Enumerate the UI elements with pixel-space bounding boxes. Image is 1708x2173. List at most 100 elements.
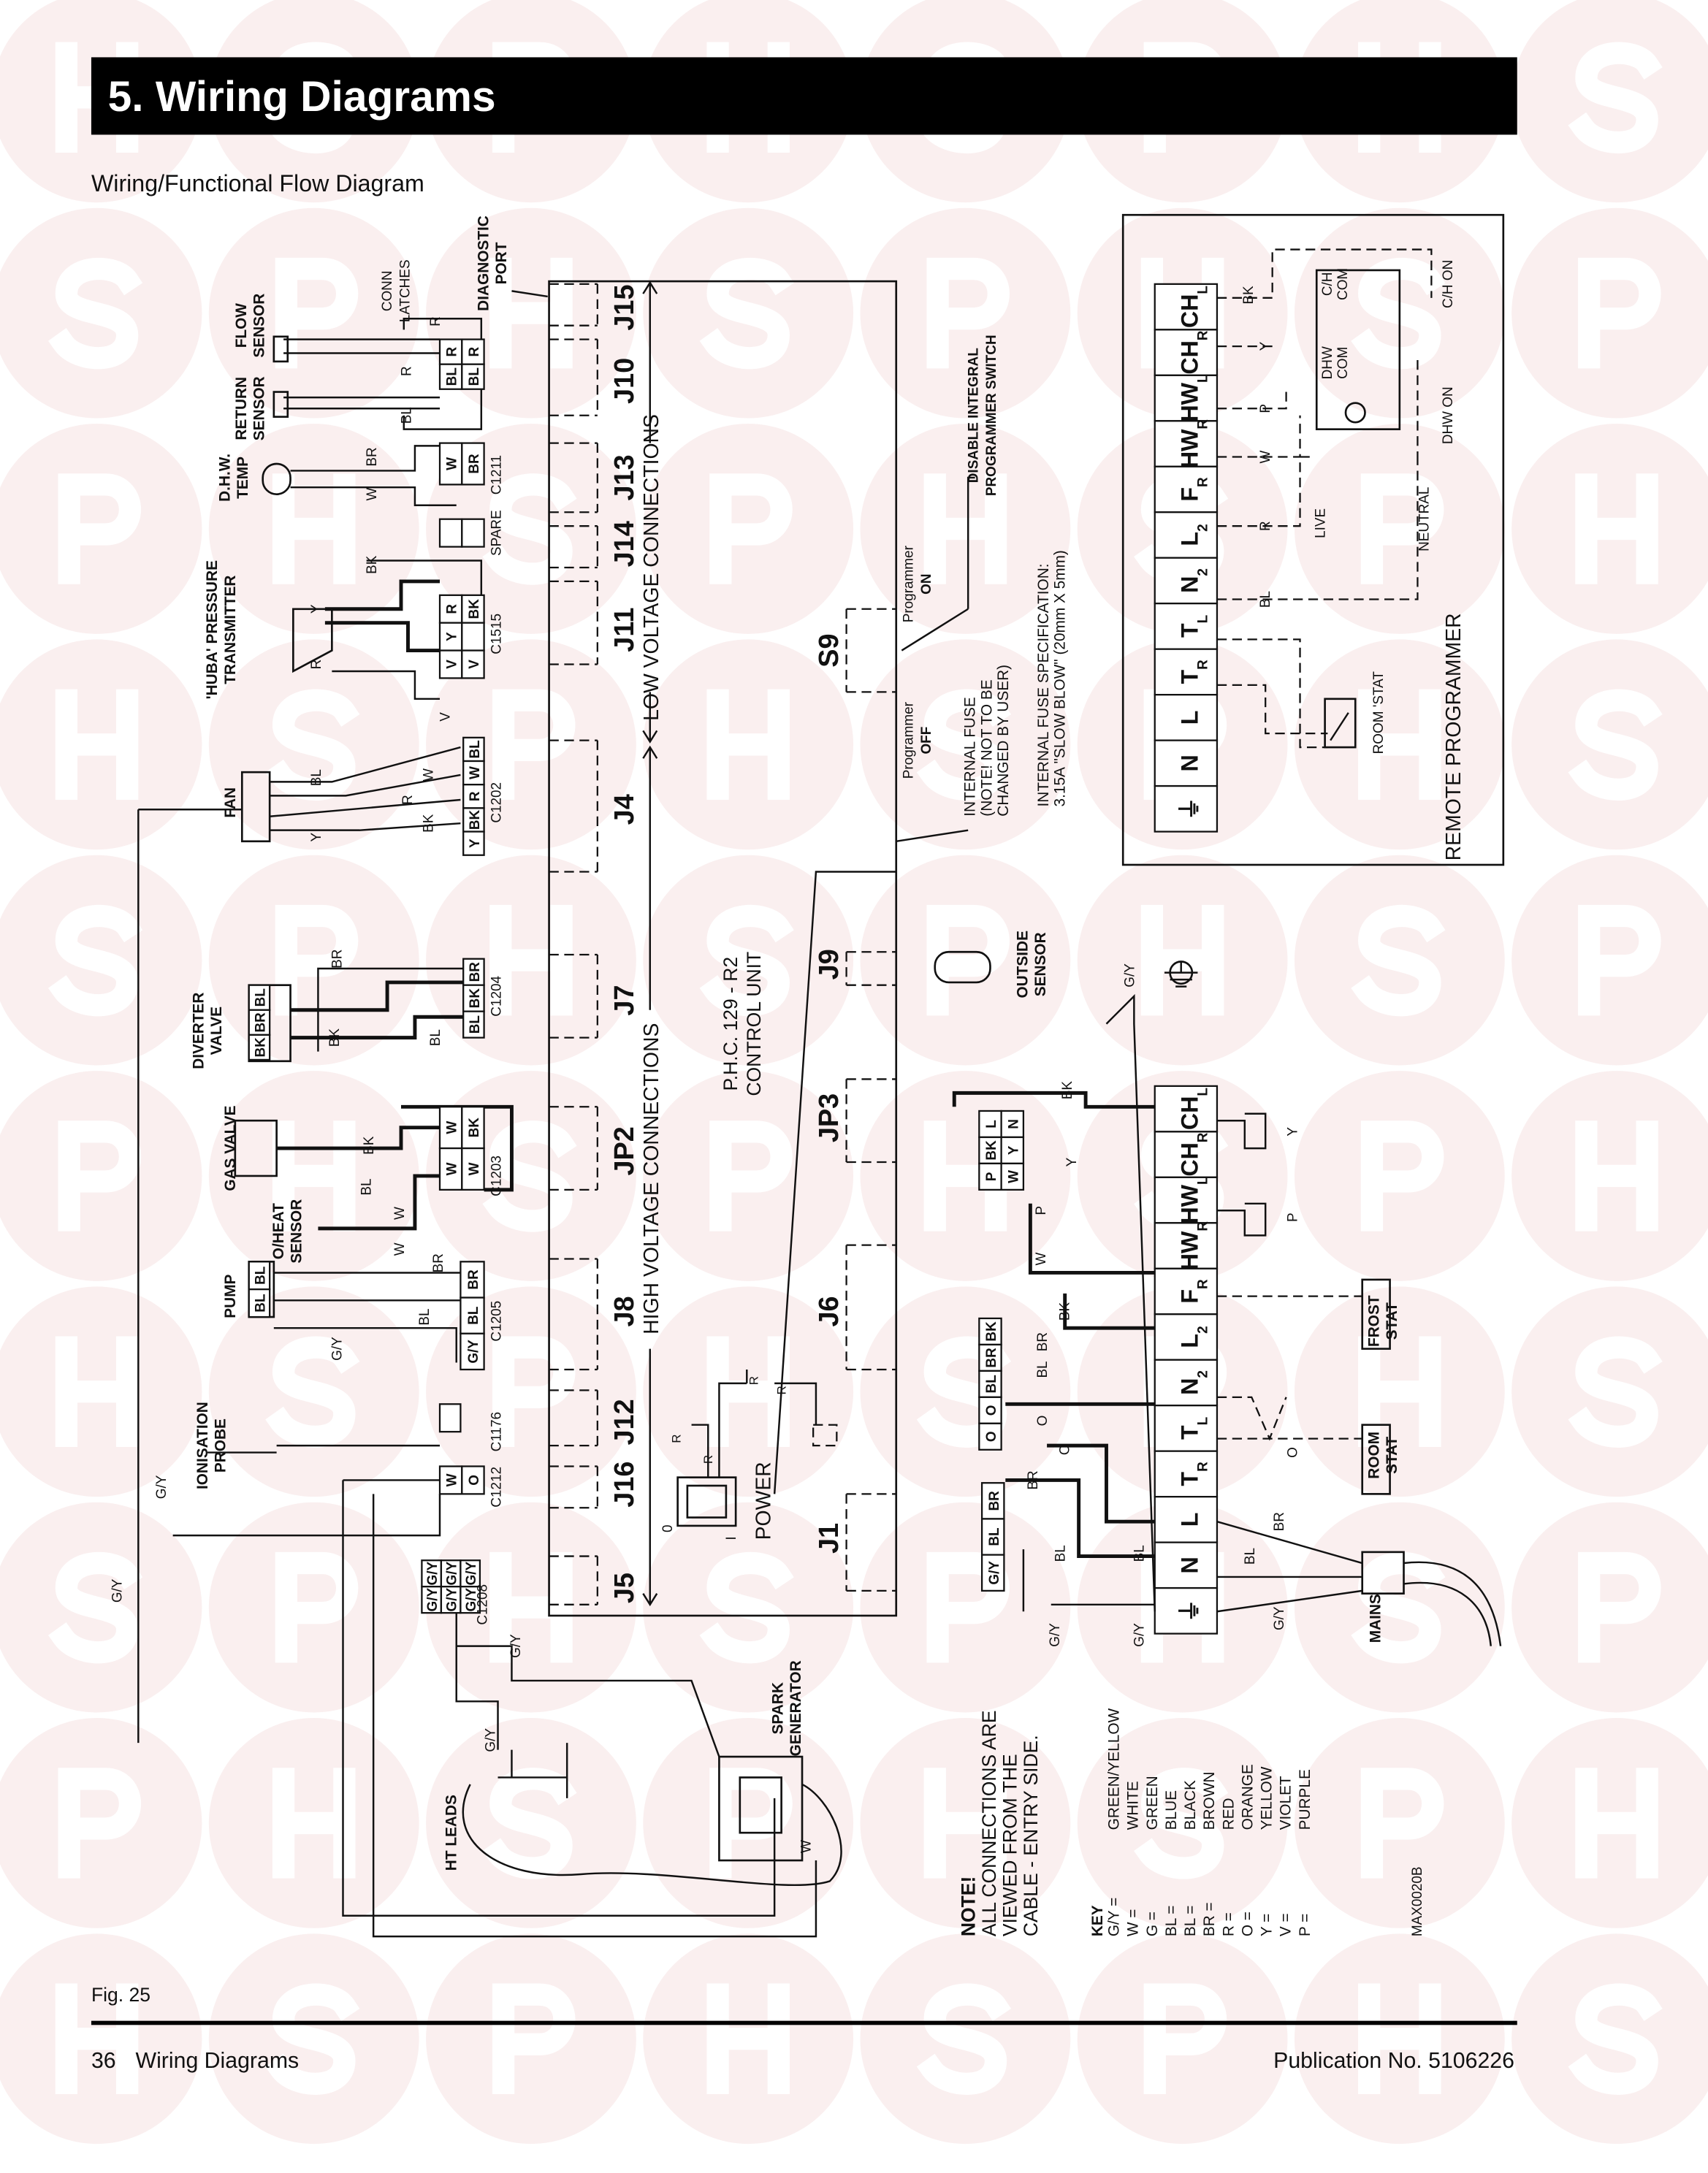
watermark-letter-mark (489, 1551, 573, 1663)
connector-pin (978, 1422, 1002, 1451)
watermark-letter-mark (926, 257, 1010, 369)
dhw-temp-label: D.H.W. (216, 454, 233, 502)
fan-label: FAN (222, 787, 239, 818)
wire-colour-label: BL (1132, 1545, 1148, 1562)
terminal-label: TL (1176, 1417, 1211, 1440)
terminal-label: TR (1176, 660, 1211, 684)
control-unit-name: P.H.C. 129 - R2 (720, 957, 741, 1091)
watermark-letter-mark (275, 904, 359, 1016)
connection-note: ALL CONNECTIONS ARE (978, 1710, 1000, 1936)
edge-connector-outline (549, 1465, 598, 1509)
watermark-letter-mark (55, 1336, 139, 1447)
connector-code: C1203 (489, 1156, 504, 1196)
wire-colour-label: BR (431, 1253, 446, 1272)
key-colour-name: WHITE (1125, 1781, 1142, 1830)
key-colour-name: GREEN/YELLOW (1106, 1708, 1123, 1830)
connector-j8: J8 (609, 1296, 640, 1326)
conn-latches-label: LATCHES (397, 259, 413, 322)
overheat-sensor-label: O/HEAT (270, 1203, 287, 1259)
connector-code: C1211 (489, 455, 504, 494)
watermark-letter-mark (709, 1120, 793, 1231)
connector-pin (462, 760, 485, 786)
ht-leads-label: HT LEADS (443, 1795, 460, 1871)
wire-colour-label: G/Y (330, 1337, 346, 1361)
pin-label: R (445, 346, 460, 356)
watermark-letter-mark (709, 473, 793, 584)
publication-number: Publication No. 5106226 (1273, 2049, 1514, 2073)
pin-label: BL (468, 740, 483, 758)
dhw-com-label: DHW (1320, 346, 1335, 379)
watermark-letter-mark (265, 689, 360, 801)
terminal-label: L (1176, 1513, 1202, 1527)
pin-label: BR (253, 1012, 269, 1033)
switch-mark-on: I (724, 1536, 739, 1540)
wire-colour-label: BL (417, 1308, 432, 1325)
terminal-label: HWL (1176, 374, 1211, 421)
wire-colour-label: V (438, 712, 453, 722)
key-code: BR = (1201, 1902, 1218, 1936)
connector-pin (438, 518, 463, 548)
terminal-label: L2 (1176, 524, 1211, 546)
connector-pin (462, 784, 485, 809)
connector-pin (438, 338, 463, 365)
watermark-letter-mark (1568, 1336, 1663, 1448)
edge-connector-outline (549, 442, 598, 513)
wire-label: BL (1258, 591, 1273, 608)
watermark-letter-mark (272, 473, 356, 584)
room-stat-symbol (1324, 698, 1357, 749)
wire-colour-label: W (798, 1840, 814, 1853)
connector-pin (461, 622, 485, 652)
pin-label: BL (445, 367, 460, 386)
terminal-label: N2 (1176, 568, 1211, 593)
connector-c1176 (438, 1403, 462, 1433)
key-code: P = (1297, 1914, 1314, 1936)
wire-colour-label: W (365, 488, 380, 501)
terminal (1154, 648, 1219, 696)
frost-stat-box (1361, 1278, 1391, 1350)
watermark-letter-mark (1575, 1120, 1658, 1231)
header-bar (91, 57, 1517, 135)
connector-pin (980, 1554, 1005, 1592)
wire-colour-label: BL (309, 769, 324, 786)
watermark-letter-mark (272, 1120, 356, 1231)
connector-pin (421, 1586, 443, 1614)
programmer-off-label: OFF (919, 727, 934, 755)
pin-label: BK (253, 1037, 269, 1058)
edge-connector-outline (549, 1555, 598, 1605)
wire-colour-label: O (1035, 1416, 1051, 1427)
pin-label: BK (468, 988, 483, 1009)
wire-colour-label: BL (1053, 1545, 1069, 1562)
key-title: KEY (1089, 1905, 1106, 1936)
connector-j6: J6 (814, 1296, 845, 1326)
connector-code: C1515 (489, 614, 504, 654)
j9-outline (845, 951, 896, 986)
room-stat-label: STAT (1384, 1436, 1400, 1474)
spark-generator-label: SPARK (770, 1682, 787, 1734)
wire-colour-label: R (428, 316, 443, 326)
connector-pin (1000, 1162, 1025, 1191)
terminal-label: N (1176, 1557, 1202, 1573)
pin-label: BL (984, 1375, 999, 1393)
flow-sensor-label: SENSOR (251, 294, 268, 358)
terminal (1154, 603, 1219, 650)
connector-pin (461, 518, 485, 548)
connector-spare (438, 518, 485, 548)
watermark-letter-mark (699, 1551, 794, 1664)
watermark-letter-mark (916, 689, 1012, 801)
power-switch[interactable] (676, 1476, 737, 1527)
wire-colour-label: G/Y (154, 1475, 169, 1499)
connector-code: C1205 (489, 1301, 504, 1342)
wire-colour-label: O (1286, 1447, 1301, 1458)
pin-label: O (467, 1475, 482, 1486)
connector-pin (461, 1465, 485, 1495)
watermark-letter-mark (1134, 1768, 1229, 1879)
footer-rule (91, 2020, 1517, 2025)
huba-label: 'HUBA' PRESSURE (204, 560, 221, 699)
pin-label: R (468, 791, 483, 801)
connection-note: VIEWED FROM THE (999, 1754, 1021, 1936)
connector-pin (980, 1518, 1005, 1556)
connector-pin (461, 1147, 485, 1191)
watermark-letter-mark (482, 1120, 577, 1232)
wire-label: BK (1241, 286, 1257, 305)
